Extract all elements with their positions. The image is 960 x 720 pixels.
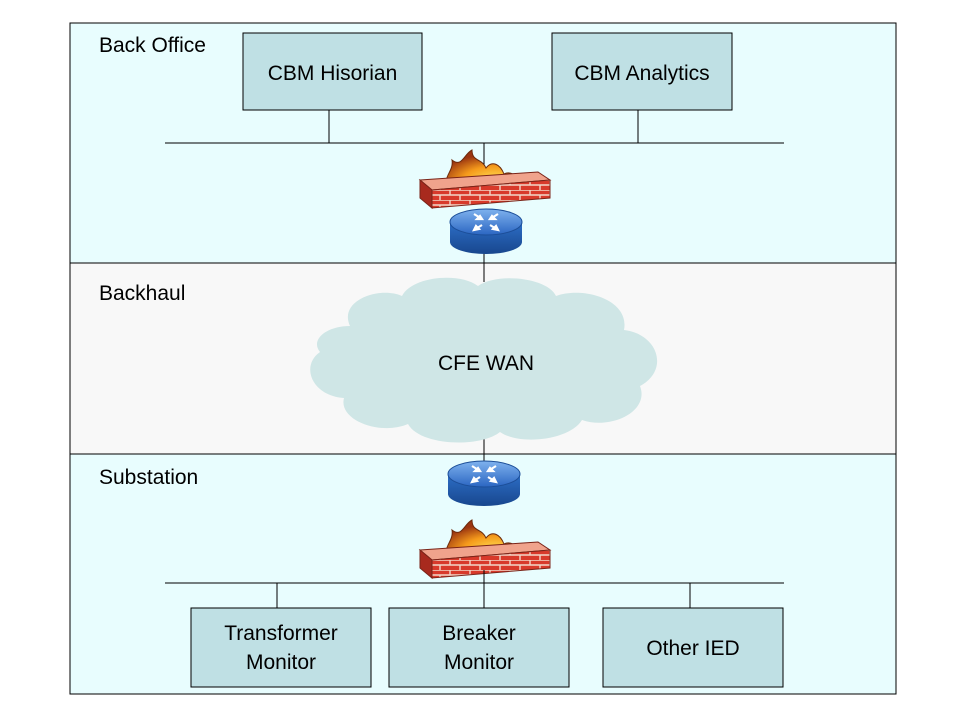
zone-substation-label: Substation [99, 466, 198, 489]
wan-cloud: CFE WAN [310, 277, 658, 443]
analytics-box-shape [551, 32, 733, 111]
zone-back-office-label: Back Office [99, 34, 206, 57]
other-ied-label: Other IED [646, 637, 739, 660]
transformer-monitor-box-shape [190, 607, 372, 688]
analytics-box-label: CBM Analytics [574, 62, 709, 85]
transformer-monitor-label-line2: Monitor [246, 651, 316, 674]
historian-box-shape [242, 32, 423, 111]
breaker-monitor-box-shape [388, 607, 570, 688]
firewall-icon [418, 149, 552, 210]
transformer-monitor-box: Transformer Monitor [190, 607, 372, 688]
router-icon [447, 460, 521, 506]
breaker-monitor-label-line2: Monitor [444, 651, 514, 674]
wan-cloud-label: CFE WAN [438, 352, 534, 375]
wan-cloud-shape [310, 277, 658, 443]
substation-network-lines [165, 570, 784, 608]
zone-backhaul-label: Backhaul [99, 282, 185, 305]
firewall-icon [418, 519, 552, 580]
other-ied-box: Other IED [602, 607, 784, 688]
breaker-monitor-box: Breaker Monitor [388, 607, 570, 688]
analytics-box: CBM Analytics [551, 32, 733, 111]
transformer-monitor-label-line1: Transformer [224, 622, 338, 645]
other-ied-box-shape [602, 607, 784, 688]
breaker-monitor-label-line1: Breaker [442, 622, 516, 645]
historian-box-label: CBM Hisorian [268, 62, 398, 85]
historian-box: CBM Hisorian [242, 32, 423, 111]
router-icon [449, 208, 523, 254]
